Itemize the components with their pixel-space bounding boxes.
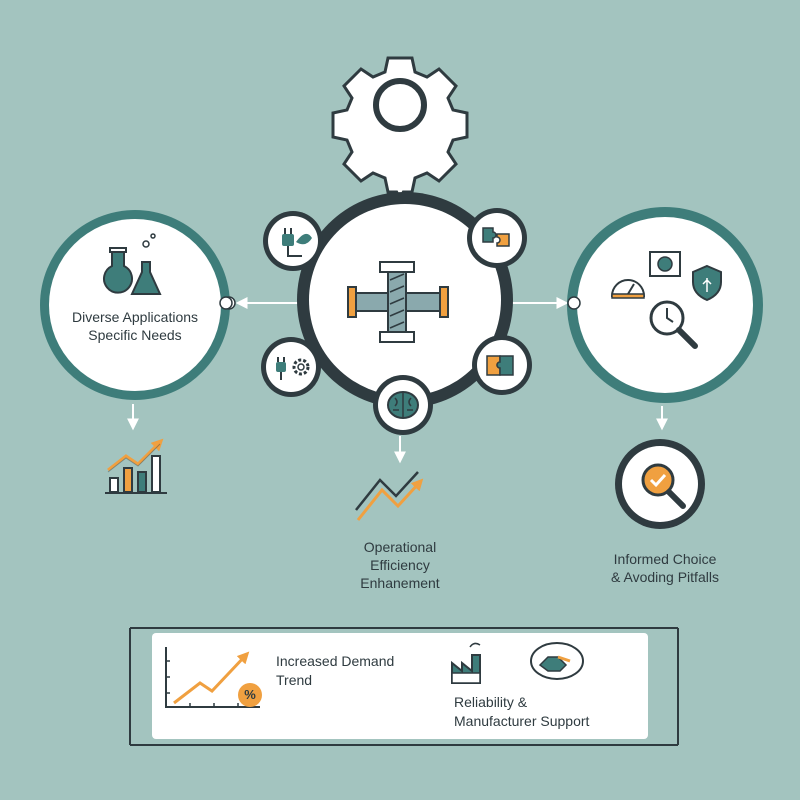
right-bottom-label: Informed Choice & Avoding Pitfalls	[585, 550, 745, 586]
right-hub-connector-dot	[567, 296, 581, 310]
center-bottom-label-line2: Efficiency	[370, 557, 430, 573]
left-hub-label: Diverse Applications Specific Needs	[55, 308, 215, 344]
satellite-plug-gear	[261, 337, 321, 397]
panel-frame	[129, 627, 679, 746]
left-hub-label-line1: Diverse Applications	[71, 309, 199, 325]
left-hub-label-line2: Specific Needs	[88, 327, 182, 343]
right-bottom-label-line2: & Avoding Pitfalls	[611, 569, 719, 585]
reliability-line2: Manufacturer Support	[454, 713, 590, 729]
left-hub	[40, 210, 236, 400]
demand-trend-line1: Increased Demand	[276, 653, 395, 669]
factory-icon	[451, 642, 481, 684]
satellite-brain	[373, 375, 433, 435]
satellite-plug-leaf	[263, 211, 323, 271]
reliability-label: Reliability & Manufacturer Support	[454, 693, 589, 731]
gauge-icon	[610, 279, 646, 299]
center-bottom-label: Operational Efficiency Enhanement	[330, 538, 470, 592]
pipe-fitting-icon	[347, 261, 449, 343]
percent-badge: %	[244, 687, 256, 702]
growth-chart-icon	[165, 647, 262, 708]
summary-panel: % Increased Demand Trend Reliability & M…	[152, 633, 648, 739]
bar-chart-icon	[105, 438, 167, 494]
shield-icon	[692, 264, 722, 302]
settings-window-icon	[649, 251, 681, 277]
trend-line-icon	[355, 471, 424, 521]
gear-icon	[331, 56, 469, 194]
demand-trend-line2: Trend	[276, 672, 313, 688]
reliability-line1: Reliability &	[454, 694, 528, 710]
center-bottom-label-line1: Operational	[363, 539, 437, 555]
panel-icons	[165, 642, 584, 708]
check-magnifier-icon	[615, 439, 705, 529]
lab-flask-icon	[103, 233, 162, 295]
center-bottom-label-line3: Enhanement	[360, 575, 440, 591]
right-bottom-label-line1: Informed Choice	[613, 551, 717, 567]
satellite-puzzle	[467, 208, 527, 268]
magnifier-clock-icon	[649, 300, 698, 349]
demand-trend-label: Increased Demand Trend	[276, 652, 394, 690]
handshake-icon	[530, 642, 584, 680]
left-hub-connector-dot	[219, 296, 233, 310]
satellite-puzzle-2	[472, 335, 532, 395]
